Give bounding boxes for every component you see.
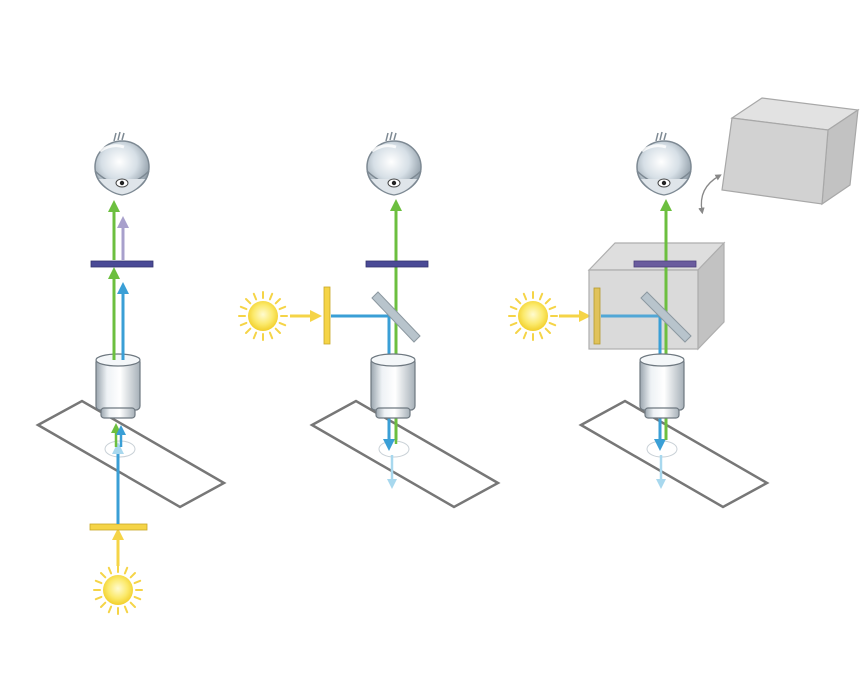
filter-cube-icon [587,241,726,351]
excitation-filter-icon [89,523,148,531]
sun-icon [93,565,143,615]
filter-icon [90,260,154,268]
sun-icon [238,291,288,341]
panel-epifluorescence [238,130,501,509]
excitation-filter-icon [323,286,331,345]
excitation-filter-icon [593,287,601,345]
filter-icon [365,260,429,268]
eye-icon [635,130,693,197]
dichroic-mirror-icon [371,291,421,343]
objective-icon [95,353,141,419]
panel-transmitted [35,130,227,615]
spare-filter-cube-icon [721,97,860,206]
eye-icon [93,130,151,197]
slide-icon [35,399,227,509]
dichroic-mirror-icon [640,291,692,343]
objective-icon [370,353,416,419]
filter-icon [633,260,697,268]
eye-icon [365,130,423,197]
panel-filter-cube [508,97,860,509]
objective-icon [639,353,685,419]
sun-icon [508,291,558,341]
swap-arrow-icon [698,174,722,215]
slide-icon [309,399,501,509]
